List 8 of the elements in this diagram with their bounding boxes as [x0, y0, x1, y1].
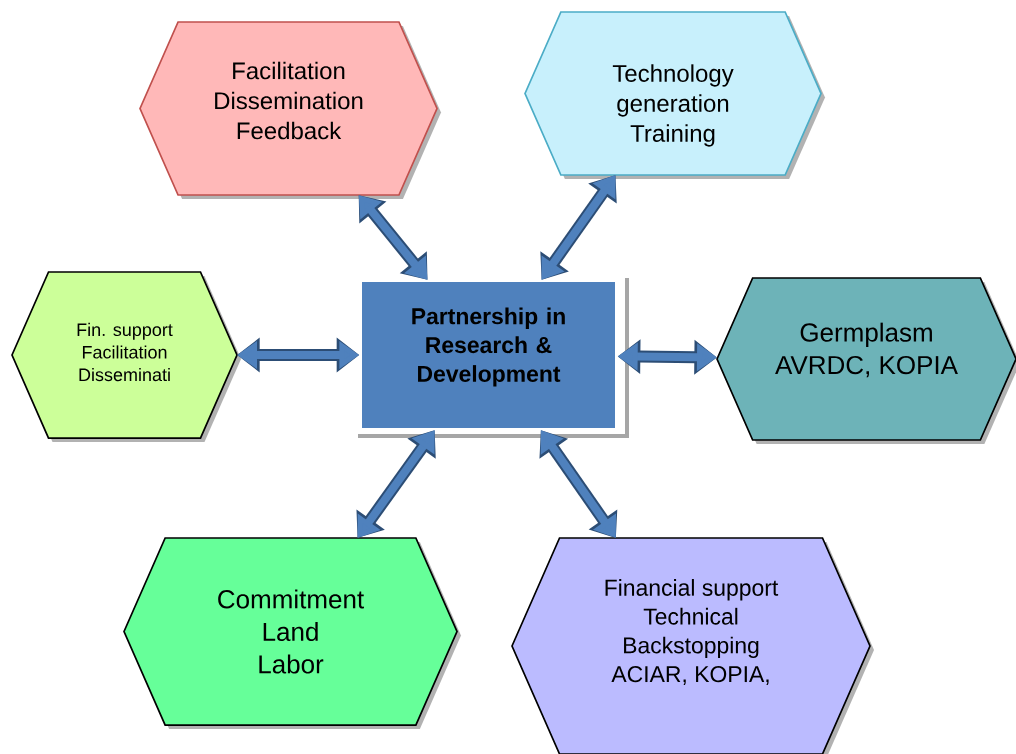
- hexagon-box: Technology generation Training: [524, 11, 825, 179]
- hexagon-box: Germplasm AVRDC, KOPIA: [716, 277, 1016, 444]
- hexagon-box: Commitment Land Labor: [123, 537, 461, 729]
- hexagon-box: Financial support Technical Backstopping ACIAR, KOPIA,: [511, 537, 874, 754]
- double-arrow: [358, 195, 428, 280]
- hexagon-box: Fin. support Facilitation Disseminati: [11, 271, 241, 442]
- process-box: Partnership in Research & Development: [354, 274, 629, 438]
- hexagon-box: Facilitation Dissemination Feedback: [139, 21, 441, 199]
